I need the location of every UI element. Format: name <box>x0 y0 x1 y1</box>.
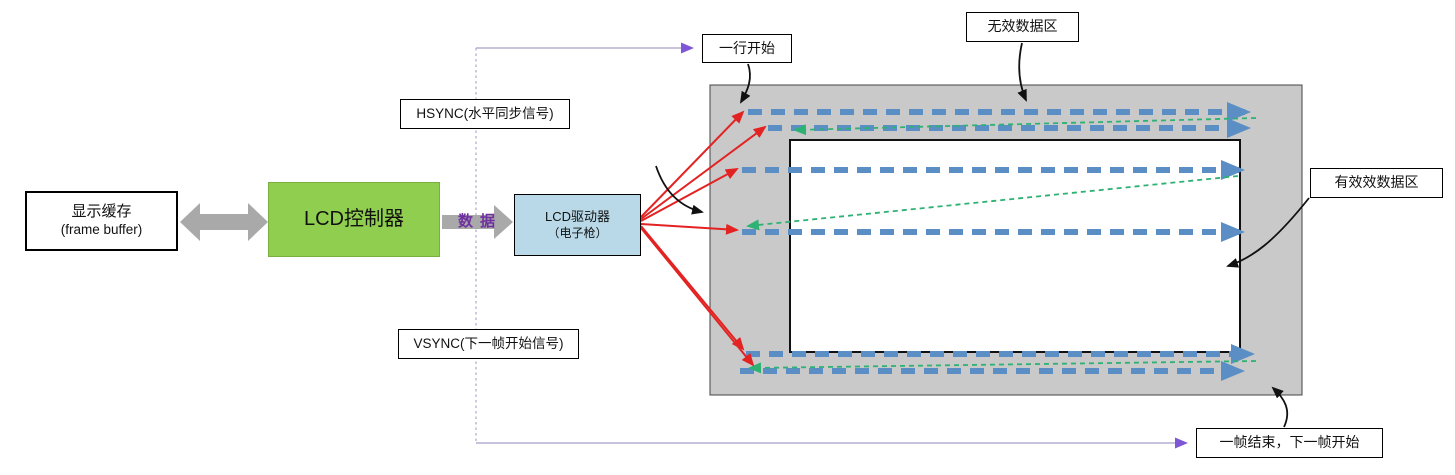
lcd-driver-title: LCD驱动器 <box>544 209 610 225</box>
retrace-line <box>746 175 1239 231</box>
bus-arrow-data <box>442 205 513 239</box>
retrace-line <box>748 360 1257 374</box>
beam-arrow <box>640 110 745 218</box>
data-bus-label: 数据 <box>457 213 502 230</box>
callout-line-start: 一行开始 <box>702 34 792 63</box>
scan-order-arc-arrow <box>655 165 704 215</box>
frame-buffer-box: 显示缓存 (frame buffer) <box>25 191 178 251</box>
invalid-area-label: 无效数据区 <box>987 18 1058 35</box>
vsync-label: VSYNC(下一帧开始信号) <box>413 335 564 351</box>
hsync-label-box: HSYNC(水平同步信号) <box>400 99 570 129</box>
frame-end-label: 一帧结束，下一帧开始 <box>1219 434 1360 451</box>
lcd-controller-label: LCD控制器 <box>303 208 404 230</box>
retrace-line <box>793 117 1257 136</box>
callout-valid-data-area: 有效效数据区 <box>1310 168 1443 198</box>
screen-valid-data-area <box>789 139 1241 353</box>
frame-buffer-title: 显示缓存 <box>71 203 132 221</box>
line-start-pointer-arrow <box>739 63 751 104</box>
bus-arrow-bidirectional <box>180 203 268 241</box>
beam-arrow <box>640 125 767 220</box>
valid-area-label: 有效效数据区 <box>1334 174 1419 191</box>
lcd-driver-box: LCD驱动器 （电子枪） <box>514 194 641 256</box>
invalid-area-pointer-arrow <box>1017 42 1027 102</box>
annotation-arrows <box>655 42 1310 428</box>
beam-arrow <box>640 225 745 351</box>
frame-buffer-subtitle: (frame buffer) <box>60 221 143 237</box>
valid-area-pointer-arrow <box>1226 197 1310 268</box>
retrace-lines <box>746 117 1257 374</box>
beam-arrow <box>640 223 739 235</box>
beam-arrows <box>640 110 767 367</box>
beam-arrow <box>640 227 755 367</box>
lcd-controller-box: LCD控制器 <box>268 182 440 257</box>
beam-arrow <box>640 168 739 222</box>
frame-end-pointer-arrow <box>1271 386 1289 428</box>
hsync-label: HSYNC(水平同步信号) <box>416 105 554 121</box>
callout-frame-end: 一帧结束，下一帧开始 <box>1196 428 1383 458</box>
callout-invalid-data-area: 无效数据区 <box>966 12 1079 42</box>
lcd-driver-subtitle: （电子枪） <box>547 225 608 240</box>
line-start-label: 一行开始 <box>719 39 775 56</box>
vsync-label-box: VSYNC(下一帧开始信号) <box>398 329 579 359</box>
